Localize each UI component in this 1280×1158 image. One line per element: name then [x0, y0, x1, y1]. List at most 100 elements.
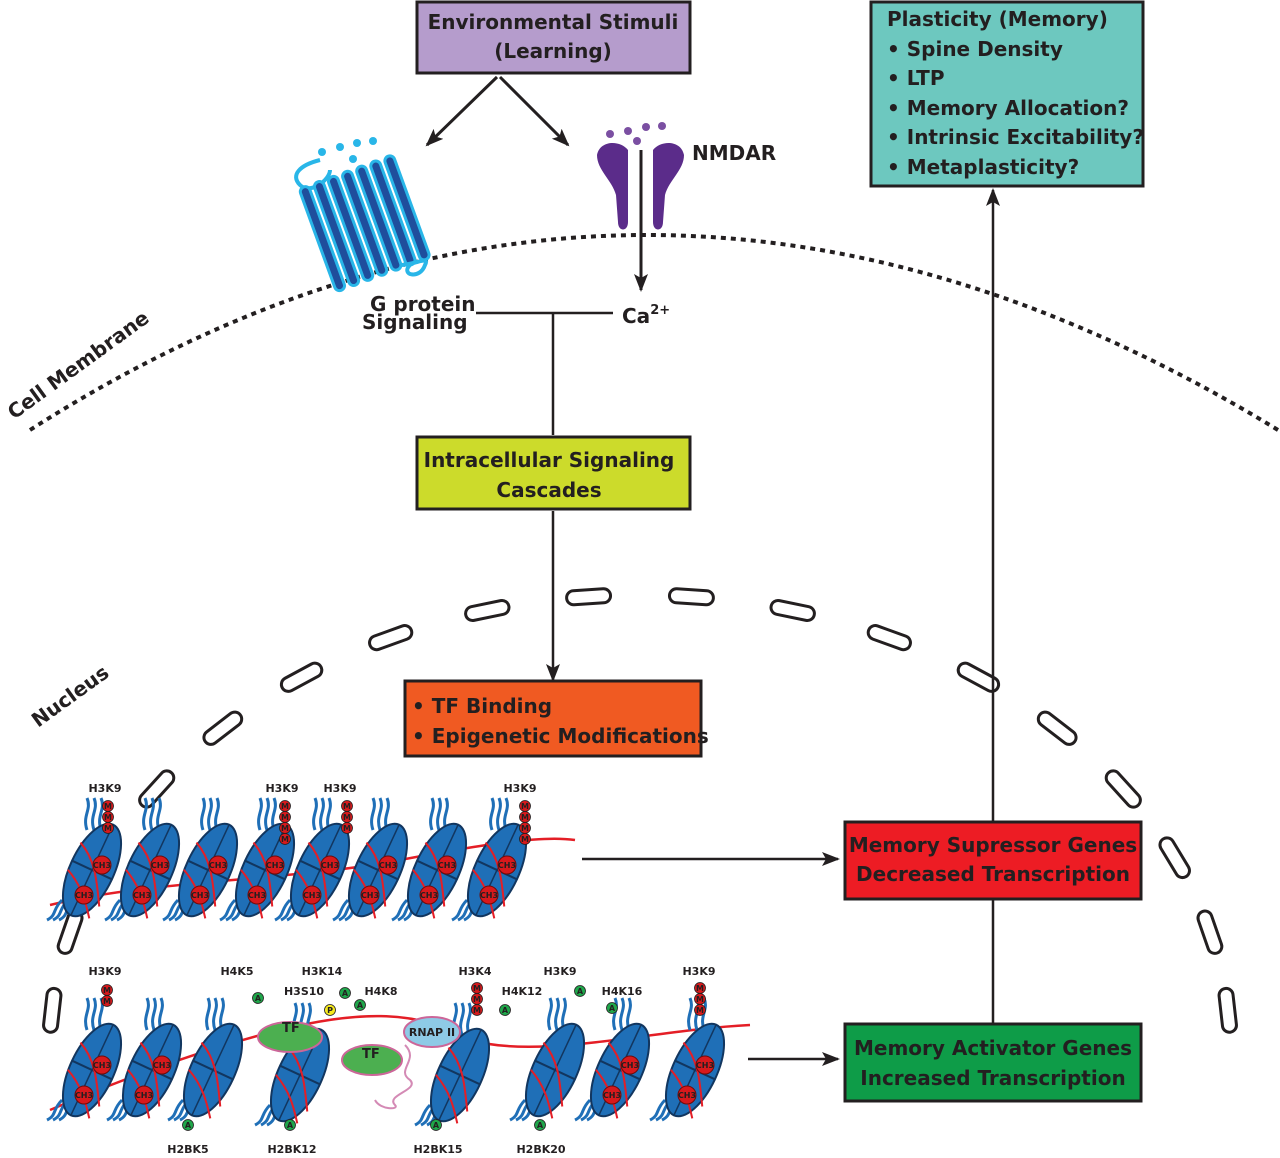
svg-text:A: A [185, 1121, 192, 1130]
histone-mark-label: H3K9 [265, 782, 298, 795]
histone-mark-label: H2BK12 [267, 1143, 316, 1156]
nuclear-pore-segment [1158, 836, 1191, 880]
svg-text:CH3: CH3 [303, 891, 321, 900]
svg-text:P: P [327, 1006, 333, 1015]
histone-mark-label: H4K12 [502, 985, 543, 998]
svg-text:CH3: CH3 [153, 1061, 171, 1070]
svg-text:CH3: CH3 [248, 891, 266, 900]
methyl-mark [519, 833, 531, 845]
methyl-mark [102, 822, 114, 834]
svg-text:CH3: CH3 [696, 1061, 714, 1070]
nuclear-pore-segment [1217, 986, 1238, 1034]
svg-text:RNAP II: RNAP II [409, 1026, 455, 1039]
dna-methyl-mark [360, 885, 380, 905]
dna-methyl-mark [74, 1085, 94, 1105]
acetyl-mark [606, 1002, 618, 1014]
histone-mark-label: H3K14 [302, 965, 343, 978]
histone-mark-label: H3K9 [682, 965, 715, 978]
nucleus-label: Nucleus [27, 660, 113, 732]
tf-binding-box: • TF Binding • Epigenetic Modifications [403, 679, 709, 758]
svg-text:M: M [473, 1006, 481, 1015]
methyl-mark [279, 833, 291, 845]
cascades-box: Intracellular Signaling Cascades [415, 435, 692, 511]
gprotein-label-line2: Signaling [362, 310, 468, 334]
svg-text:CH3: CH3 [498, 861, 516, 870]
svg-text:M: M [696, 984, 704, 993]
svg-text:A: A [609, 1004, 616, 1013]
svg-text:CH3: CH3 [621, 1061, 639, 1070]
svg-text:M: M [473, 995, 481, 1004]
svg-text:M: M [343, 802, 351, 811]
cascades-line1: Intracellular Signaling [424, 448, 675, 472]
plasticity-box: Plasticity (Memory) • Spine Density • LT… [869, 0, 1145, 188]
dna-methyl-mark [437, 855, 457, 875]
plasticity-item-5: • Metaplasticity? [887, 155, 1079, 179]
acetyl-mark [182, 1119, 194, 1131]
svg-text:M: M [281, 813, 289, 822]
activator-line1: Memory Activator Genes [854, 1036, 1132, 1060]
svg-text:CH3: CH3 [480, 891, 498, 900]
svg-text:CH3: CH3 [135, 1091, 153, 1100]
methyl-mark [694, 1004, 706, 1016]
nuclear-pore-segment [1036, 710, 1078, 746]
nuclear-pore-segment [667, 587, 715, 607]
svg-text:CH3: CH3 [133, 891, 151, 900]
acetyl-mark [534, 1119, 546, 1131]
acetyl-mark [354, 999, 366, 1011]
methyl-mark [471, 1004, 483, 1016]
activator-line2: Increased Transcription [860, 1066, 1125, 1090]
methyl-mark [101, 995, 113, 1007]
svg-text:M: M [281, 835, 289, 844]
histone-mark-label: H3S10 [284, 985, 324, 998]
svg-text:CH3: CH3 [209, 861, 227, 870]
svg-text:M: M [473, 984, 481, 993]
svg-text:A: A [342, 989, 349, 998]
svg-text:M: M [104, 802, 112, 811]
svg-text:CH3: CH3 [93, 861, 111, 870]
dna-methyl-mark [677, 1085, 697, 1105]
stimuli-box: Environmental Stimuli (Learning) [415, 0, 692, 75]
svg-text:M: M [696, 1006, 704, 1015]
svg-text:A: A [502, 1006, 509, 1015]
dna-methyl-mark [265, 855, 285, 875]
transcription-factor [341, 1044, 403, 1076]
acetyl-mark [284, 1119, 296, 1131]
svg-text:CH3: CH3 [75, 891, 93, 900]
stimuli-line2: (Learning) [494, 39, 612, 63]
plasticity-item-2: • LTP [887, 66, 944, 90]
svg-text:CH3: CH3 [420, 891, 438, 900]
nuclear-envelope [42, 587, 1238, 1034]
histone-mark-label: H4K8 [364, 985, 397, 998]
transcription-factor [257, 1021, 323, 1053]
tf-line1: • TF Binding [412, 694, 552, 718]
suppressor-genes-box: Memory Supressor Genes Decreased Transcr… [843, 820, 1143, 901]
heterochromatin-strand: CH3CH3CH3CH3CH3CH3CH3CH3CH3CH3CH3CH3CH3C… [46, 797, 576, 922]
histone-mark-label: H2BK20 [516, 1143, 565, 1156]
nuclear-pore-segment [565, 587, 613, 607]
dna-methyl-mark [602, 1085, 622, 1105]
svg-text:TF: TF [362, 1047, 380, 1062]
svg-text:M: M [521, 835, 529, 844]
dna-methyl-mark [320, 855, 340, 875]
histone-mark-label: H2BK15 [413, 1143, 462, 1156]
dna-methyl-mark [302, 885, 322, 905]
histone-mark-label: H3K9 [88, 965, 121, 978]
dna-methyl-mark [150, 855, 170, 875]
svg-text:M: M [281, 824, 289, 833]
dna-methyl-mark [208, 855, 228, 875]
svg-text:M: M [103, 997, 111, 1006]
dna-methyl-mark [419, 885, 439, 905]
cascades-line2: Cascades [496, 478, 601, 502]
svg-text:CH3: CH3 [151, 861, 169, 870]
svg-text:CH3: CH3 [379, 861, 397, 870]
svg-text:M: M [521, 813, 529, 822]
